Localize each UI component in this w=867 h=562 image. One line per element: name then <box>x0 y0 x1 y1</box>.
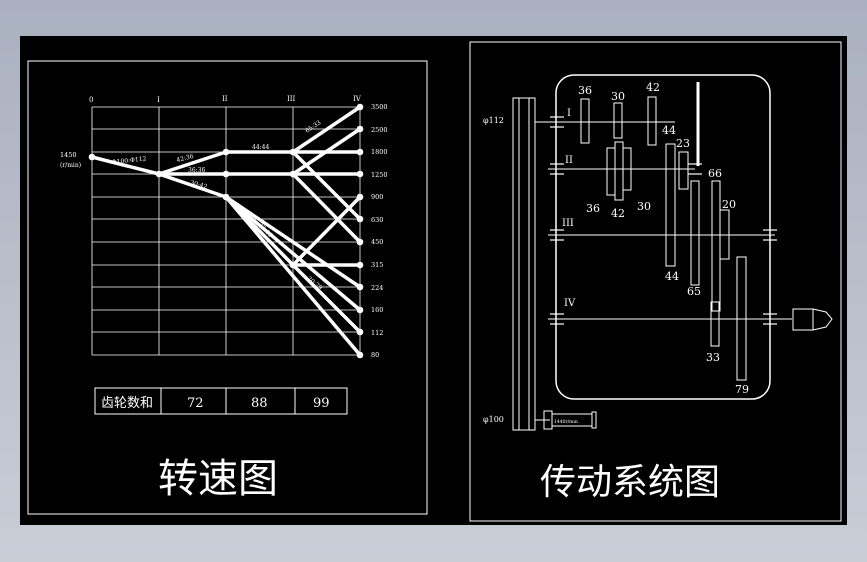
gear-labels: 36 30 42 44 23 66 36 42 30 20 44 65 33 7… <box>578 81 749 396</box>
axis-label-I: I <box>157 96 160 104</box>
gear-sum-table: 齿轮数和 72 88 99 <box>94 387 348 415</box>
motor <box>543 410 597 430</box>
speed-label: 80 <box>371 351 379 359</box>
gear-label: 30 <box>637 200 651 213</box>
gear-label: 36 <box>586 202 600 215</box>
transmission-title: 传动系统图 <box>540 462 720 503</box>
drawing-svg: 0 I II III IV 3500 2500 1800 1250 900 63… <box>27 41 842 522</box>
ratio-label: 30:42 <box>189 179 208 191</box>
pulley-bottom-label: φ100 <box>483 415 504 424</box>
transmission-frame <box>469 41 842 522</box>
axis-label-II: II <box>222 95 228 103</box>
gear-sum-value: 88 <box>251 396 268 411</box>
speed-nodes <box>88 103 364 359</box>
gear-label: 23 <box>676 137 690 150</box>
speed-label: 450 <box>371 238 383 246</box>
shaft-label-II: II <box>565 155 573 166</box>
gear-label: 30 <box>611 90 625 103</box>
speed-label: 224 <box>371 284 383 292</box>
gear-sum-value: 99 <box>313 396 330 411</box>
gear-label: 36 <box>578 84 592 97</box>
input-speed-label: 1450 <box>60 151 77 159</box>
gear-label: 44 <box>665 270 679 283</box>
gears <box>580 82 747 381</box>
speed-label: 1250 <box>371 171 388 179</box>
gearbox-housing <box>555 74 771 400</box>
axis-label-0: 0 <box>89 96 93 104</box>
speed-label: 900 <box>371 193 383 201</box>
bearings <box>550 116 777 325</box>
gear-label: 66 <box>708 167 722 180</box>
belt-drive <box>512 97 556 431</box>
speed-label: 3500 <box>371 103 388 111</box>
input-unit-label: (r/min) <box>60 162 81 169</box>
gear-label: 44 <box>662 124 676 137</box>
pulley-ratio-label: Φ100:Φ112 <box>111 155 146 166</box>
speed-lines <box>90 105 362 357</box>
speed-grid <box>91 106 361 356</box>
gear-sum-header: 齿轮数和 <box>101 396 153 411</box>
gear-sum-value: 72 <box>187 396 204 411</box>
ratio-label: 44:44 <box>252 144 269 151</box>
gear-label: 42 <box>646 81 660 94</box>
output-spindle <box>792 308 833 331</box>
speed-label: 315 <box>371 261 383 269</box>
shaft-label-III: III <box>562 218 574 229</box>
speed-label: 1800 <box>371 148 388 156</box>
gear-label: 42 <box>611 207 625 220</box>
speed-label: 160 <box>371 306 383 314</box>
axis-label-III: III <box>287 95 296 103</box>
ratio-label: 42:36 <box>176 153 195 164</box>
motor-speed-label: 1440r/min <box>554 419 578 425</box>
pulley-top-label: φ112 <box>483 116 504 125</box>
speed-label: 2500 <box>371 126 388 134</box>
speed-labels: 3500 2500 1800 1250 900 630 450 315 224 … <box>371 103 388 359</box>
shaft-labels: I II III IV <box>562 108 576 309</box>
axis-labels: 0 I II III IV <box>89 95 362 104</box>
gear-label: 65 <box>687 285 701 298</box>
gear-label: 79 <box>735 383 749 396</box>
speed-chart-frame <box>27 60 428 515</box>
speed-chart-title: 转速图 <box>158 456 278 502</box>
axis-label-IV: IV <box>353 95 362 103</box>
gear-label: 33 <box>706 351 720 364</box>
cad-drawing-canvas: 0 I II III IV 3500 2500 1800 1250 900 63… <box>20 36 847 525</box>
ratio-label: 36:36 <box>188 167 205 174</box>
gear-label: 20 <box>722 198 736 211</box>
shaft-label-IV: IV <box>564 298 576 309</box>
shafts <box>548 121 792 320</box>
speed-label: 630 <box>371 216 383 224</box>
shaft-label-I: I <box>567 108 571 119</box>
speed-label: 112 <box>371 329 383 337</box>
